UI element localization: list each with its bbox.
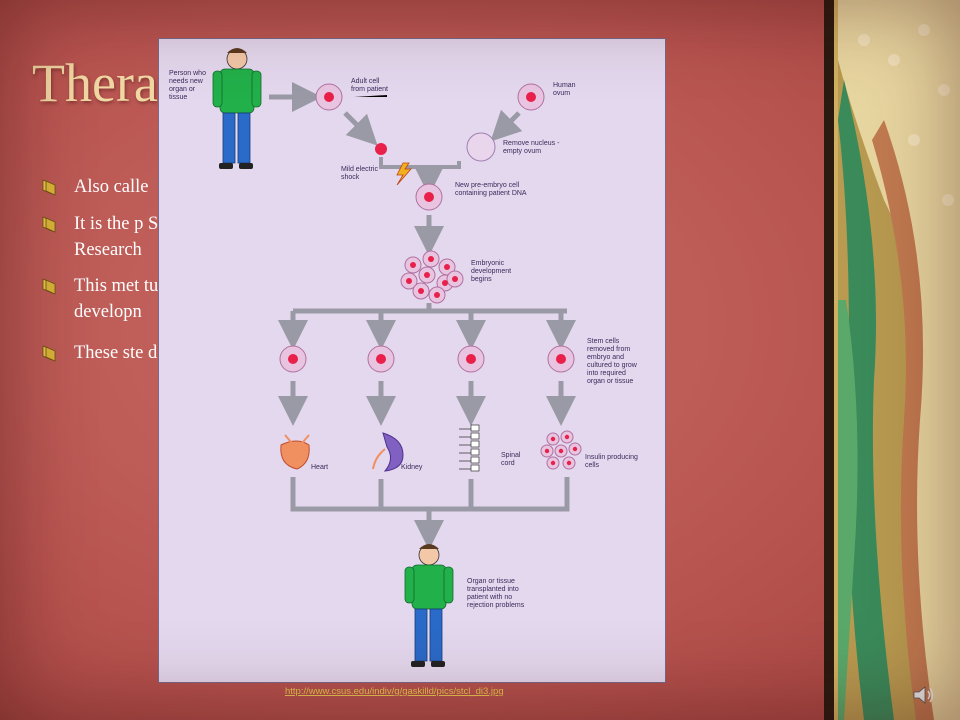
heart-icon xyxy=(280,434,310,470)
kidney-icon xyxy=(372,432,404,472)
image-source-link[interactable]: http://www.csus.edu/indiv/g/gaskilld/pic… xyxy=(285,686,504,697)
human-ovum xyxy=(517,83,545,111)
book-bullet-icon xyxy=(42,216,56,233)
pre-embryo-cell xyxy=(415,183,443,211)
patient-figure xyxy=(404,544,454,667)
stem-cells-row xyxy=(279,345,575,373)
decorative-border xyxy=(824,0,960,720)
bullet-item: Also calle xyxy=(40,174,149,200)
embryo-cluster xyxy=(400,250,464,304)
book-bullet-icon xyxy=(42,345,56,362)
slide-title: Thera xyxy=(32,53,158,113)
label-remove-nucleus: Remove nucleus -empty ovum xyxy=(503,140,560,155)
book-bullet-icon xyxy=(42,179,56,196)
book-bullet-icon xyxy=(42,278,56,295)
adult-cell xyxy=(315,83,343,111)
label-heart: Heart xyxy=(311,464,328,471)
bullet-text: Also calle xyxy=(74,177,149,197)
label-kidney: Kidney xyxy=(401,464,423,471)
nucleus xyxy=(375,143,387,155)
lightning-icon xyxy=(396,162,412,186)
empty-ovum xyxy=(466,132,496,162)
person-figure xyxy=(212,48,262,169)
spinal-cord-icon xyxy=(459,424,480,472)
speaker-icon[interactable] xyxy=(912,683,938,707)
